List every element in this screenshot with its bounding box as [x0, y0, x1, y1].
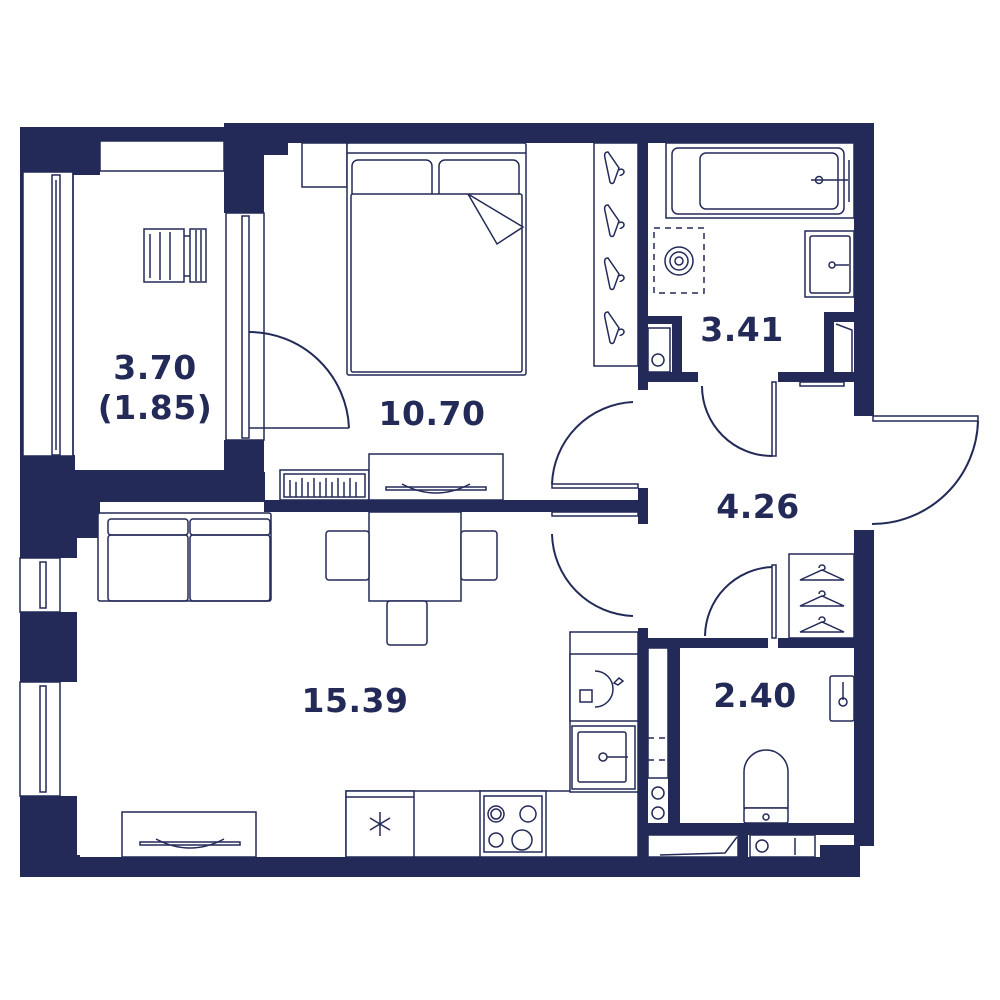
balcony: [72, 140, 225, 470]
room-area-living-kitchen: 15.39: [301, 681, 409, 720]
cooktop-icon: [479, 790, 547, 858]
fridge-icon: [345, 790, 415, 858]
windows: [19, 171, 265, 797]
balcony-area: 3.70: [113, 348, 197, 387]
room-area-bathroom: 3.41: [700, 310, 784, 349]
bedroom: [248, 142, 639, 501]
room-area-toilet: 2.40: [713, 676, 797, 715]
hanger-icon: [788, 553, 855, 639]
dishwasher-icon: [569, 653, 639, 722]
living-kitchen: [97, 511, 639, 858]
toilet-icon: [743, 749, 789, 824]
tv-stand-icon: [121, 811, 257, 858]
room-area-bedroom: 10.70: [378, 394, 486, 433]
washing-machine-icon: [653, 227, 705, 294]
nightstand-icon: [301, 142, 348, 188]
walls: [20, 123, 874, 877]
kitchen-sink-icon: [571, 725, 636, 790]
room-area-balcony: 3.70 (1.85): [86, 348, 224, 428]
chair-icon: [325, 530, 498, 646]
dresser-icon: [368, 453, 504, 501]
room-area-hallway: 4.26: [716, 487, 800, 526]
dining-table-icon: [368, 511, 462, 602]
balcony-area-reduced: (1.85): [97, 388, 213, 427]
washbasin-icon: [804, 230, 855, 298]
bathtub-icon: [665, 142, 855, 219]
double-bed-icon: [346, 142, 527, 376]
bathroom: [647, 142, 855, 457]
wardrobe-hangers-icon: [593, 142, 639, 367]
toilet-room: [647, 647, 855, 858]
hallway: [551, 415, 979, 639]
sofa-icon: [97, 512, 272, 602]
lounge-chair-icon: [143, 228, 207, 283]
washbasin-icon: [829, 675, 855, 722]
radiator-icon: [279, 469, 370, 501]
